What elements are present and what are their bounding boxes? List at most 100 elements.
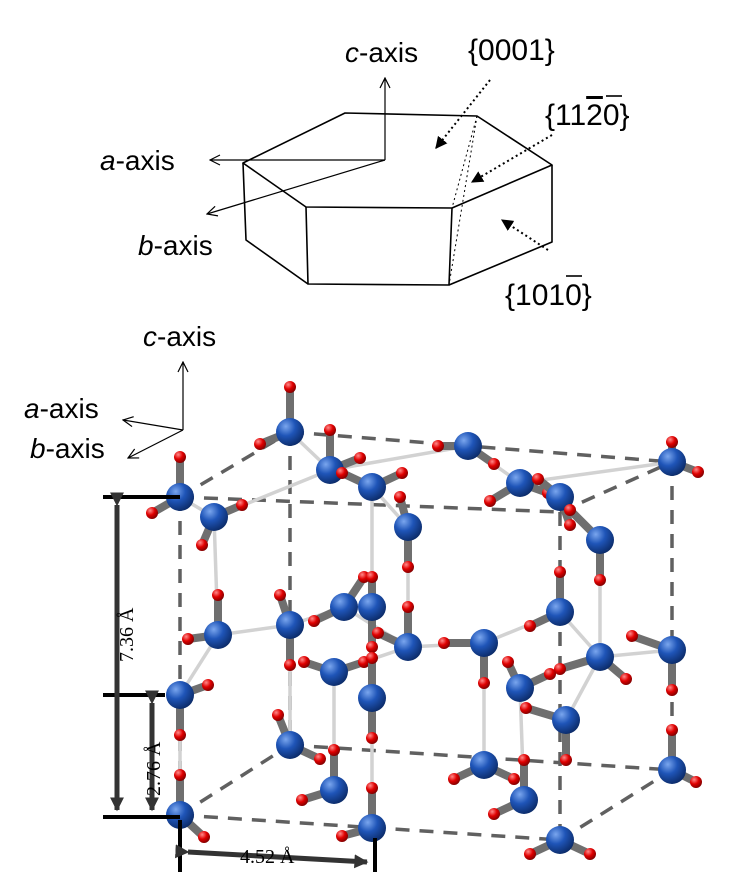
hydrogen-atom	[524, 620, 536, 632]
hydrogen-atom	[394, 491, 406, 503]
unit-cell-edges	[178, 430, 674, 842]
dim-height-label: 7.36 Å	[116, 607, 138, 662]
oxygen-atom	[358, 814, 386, 842]
water-molecule	[532, 473, 576, 531]
hydrogen-atom	[520, 702, 532, 714]
plane-pointer-arrows	[435, 79, 553, 251]
hydrogen-atom	[508, 773, 520, 785]
water-molecule	[316, 424, 366, 484]
water-molecule	[432, 432, 500, 470]
hydrogen-atom	[448, 773, 460, 785]
oxygen-atom	[506, 469, 534, 497]
water-molecule	[658, 724, 702, 788]
hydrogen-atom	[174, 769, 186, 781]
dim-width-label: 4.52 Å	[240, 846, 295, 868]
oxygen-atom	[586, 526, 614, 554]
oxygen-atom	[552, 706, 580, 734]
water-molecule	[372, 601, 422, 661]
hydrogen-atom	[196, 539, 208, 551]
water-molecule	[196, 499, 248, 551]
oxygen-atom	[276, 611, 304, 639]
hydrogen-atom	[666, 436, 678, 448]
water-molecule	[358, 652, 386, 744]
oxygen-atom	[658, 448, 686, 476]
hydrogen-atom	[314, 753, 326, 765]
hydrogen-atom	[366, 652, 378, 664]
water-molecule	[182, 589, 232, 649]
water-molecule	[488, 754, 538, 820]
bottom-c-axis-label: c-axis	[143, 321, 216, 352]
hydrogen-atom	[666, 724, 678, 736]
water-molecules	[146, 381, 704, 860]
oxygen-atom	[510, 786, 538, 814]
hydrogen-atom	[554, 566, 566, 578]
hydrogen-atom	[308, 615, 320, 627]
oxygen-atom	[358, 684, 386, 712]
hydrogen-bonds	[178, 430, 673, 828]
bottom-a-axis-arrow	[123, 420, 184, 431]
water-molecule	[358, 571, 386, 653]
oxygen-atom	[320, 658, 348, 686]
hydrogen-atom	[560, 754, 572, 766]
oxygen-atom	[204, 621, 232, 649]
water-molecule	[554, 643, 632, 685]
basal-plane-label: {0001}	[468, 34, 555, 67]
hydrogen-atom	[690, 776, 702, 788]
hydrogen-atom	[620, 673, 632, 685]
hydrogen-atom	[564, 504, 576, 516]
hydrogen-atom	[174, 729, 186, 741]
oxygen-atom	[394, 513, 422, 541]
top-b-axis-label: b-axis	[138, 230, 213, 261]
dim-bond-label: 2.76 Å	[143, 741, 165, 796]
hydrogen-atom	[202, 679, 214, 691]
water-molecule	[308, 571, 370, 627]
hydrogen-atom	[518, 754, 530, 766]
hydrogen-atom	[366, 732, 378, 744]
water-molecule	[626, 630, 686, 696]
hydrogen-atom	[524, 848, 536, 860]
water-molecule	[254, 381, 304, 450]
dim-4-52-arrow	[175, 844, 369, 869]
hydrogen-atom	[484, 495, 496, 507]
water-molecule	[296, 744, 348, 806]
hydrogen-atom	[198, 831, 210, 843]
water-molecule	[336, 467, 408, 501]
hydrogen-atom	[366, 641, 378, 653]
hydrogen-atom	[554, 663, 566, 675]
water-molecule	[298, 656, 370, 686]
hydrogen-atom	[372, 627, 384, 639]
prism-plane-1120-label: {1120}	[545, 99, 630, 132]
oxygen-atom	[316, 456, 344, 484]
water-molecule	[524, 826, 596, 860]
hydrogen-atom	[324, 424, 336, 436]
prism-1120-pointer	[470, 134, 553, 183]
hydrogen-atom	[212, 589, 224, 601]
prism-1010-pointer	[500, 219, 549, 251]
hydrogen-atom	[594, 574, 606, 586]
hydrogen-atom	[336, 467, 348, 479]
oxygen-atom	[658, 756, 686, 784]
prism-side-left	[242, 162, 309, 285]
hydrogen-atom	[396, 467, 408, 479]
oxygen-atom	[586, 643, 614, 671]
hydrogen-atom	[236, 499, 248, 511]
top-c-axis-label: c-axis	[345, 37, 418, 68]
hydrogen-atom	[274, 589, 286, 601]
water-molecule	[658, 436, 704, 478]
hydrogen-atom	[182, 633, 194, 645]
hydrogen-atom	[402, 601, 414, 613]
hydrogen-atom	[402, 561, 414, 573]
oxygen-atom	[470, 629, 498, 657]
hydrogen-atom	[544, 668, 556, 680]
oxygen-atom	[658, 636, 686, 664]
prism-plane-1010-label: {1010}	[505, 279, 592, 312]
hydrogen-atom	[272, 709, 284, 721]
top-axis-arrows	[207, 78, 385, 214]
water-molecule	[166, 679, 214, 741]
hydrogen-atom	[336, 830, 348, 842]
hydrogen-atom	[488, 808, 500, 820]
hydrogen-atom	[146, 507, 158, 519]
hydrogen-atom	[284, 659, 296, 671]
water-molecule	[438, 629, 498, 689]
